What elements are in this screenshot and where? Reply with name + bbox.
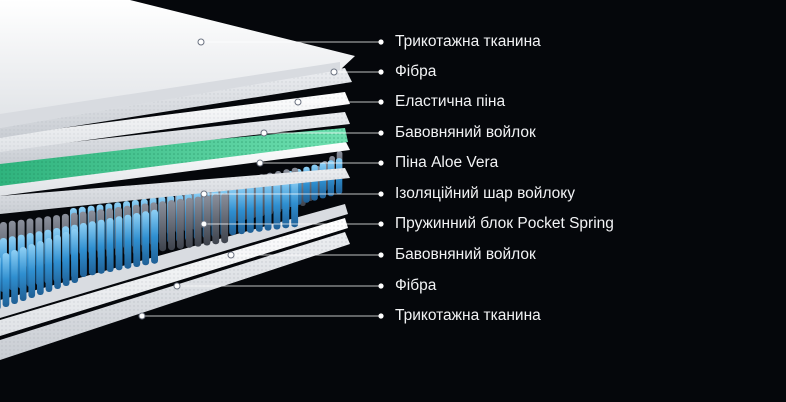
leader-end-dot: [378, 39, 384, 45]
layer-label-1: Трикотажна тканина: [395, 33, 541, 50]
spring-coil: [19, 247, 27, 301]
pocket-spring-block: [0, 151, 343, 309]
layer-top-felt: [0, 112, 350, 164]
leader-end-dot: [378, 130, 384, 136]
layer-marker-dot: [256, 159, 264, 167]
spring-coil: [168, 200, 175, 251]
layer-top-fibra: [0, 68, 352, 138]
layer-label-3: Еластична піна: [395, 93, 506, 110]
spring-coil: [45, 238, 53, 292]
layer-bottom-felt: [0, 204, 348, 318]
layer-marker-dot: [227, 251, 235, 259]
spring-coil: [54, 235, 61, 289]
layer-marker-dot: [330, 68, 338, 76]
layer-marker-dot: [173, 282, 181, 290]
spring-coil: [246, 184, 254, 233]
leader-end-dot: [378, 191, 384, 197]
spring-coil: [88, 221, 96, 276]
leader-end-dot: [378, 313, 384, 319]
layer-insulation-felt: [0, 168, 350, 214]
layer-marker-dot: [200, 190, 208, 198]
leader-end-dot: [378, 99, 384, 105]
spring-coil: [194, 196, 202, 247]
spring-coil: [291, 179, 299, 228]
spring-coil: [255, 183, 263, 232]
spring-coil: [37, 241, 44, 295]
spring-coil: [221, 193, 229, 244]
spring-coil: [229, 187, 237, 236]
spring-coil: [133, 213, 141, 267]
leader-end-dot: [378, 221, 384, 227]
layer-label-5: Піна Aloe Vera: [395, 154, 499, 171]
layer-label-10: Трикотажна тканина: [395, 307, 541, 324]
layer-label-2: Фібра: [395, 63, 437, 80]
spring-coil: [62, 232, 70, 286]
spring-coil: [142, 211, 150, 266]
spring-coil: [124, 214, 132, 269]
layer-elastic-foam: [0, 92, 350, 152]
spring-coil: [264, 182, 272, 231]
layer-aloe-vera-foam: [0, 128, 350, 196]
layer-label-6: Ізоляційний шар войлоку: [395, 185, 575, 202]
layer-marker-dot: [260, 129, 268, 137]
spring-coil: [151, 209, 158, 264]
layer-marker-dot: [138, 312, 146, 320]
layer-marker-dot: [197, 38, 205, 46]
spring-coil: [238, 186, 245, 235]
spring-coil: [282, 180, 290, 229]
spring-coil: [0, 257, 1, 309]
spring-coil: [97, 219, 105, 274]
spring-coil: [115, 216, 123, 271]
layer-bottom-fabric: [0, 232, 350, 360]
layer-label-9: Фібра: [395, 277, 437, 294]
leader-end-dot: [378, 252, 384, 258]
spring-coil: [159, 201, 167, 252]
layer-bottom-fibra: [0, 218, 348, 336]
spring-coil: [212, 194, 220, 245]
layer-marker-dot: [294, 98, 302, 106]
spring-coil: [11, 250, 18, 304]
spring-coil: [80, 223, 87, 277]
spring-coil: [2, 253, 10, 307]
leader-end-dot: [378, 69, 384, 75]
spring-coil: [176, 198, 184, 249]
spring-coil: [28, 244, 36, 298]
leader-end-dot: [378, 160, 384, 166]
layer-label-7: Пружинний блок Pocket Spring: [395, 215, 614, 232]
layer-label-4: Бавовняний войлок: [395, 124, 536, 141]
spring-coil: [71, 229, 79, 283]
spring-coil: [273, 181, 281, 230]
layer-top-fabric: [0, 0, 355, 128]
spring-coil: [185, 197, 193, 248]
layer-label-8: Бавовняний войлок: [395, 246, 536, 263]
spring-coil: [203, 195, 211, 246]
leader-lines: [138, 38, 384, 320]
spring-coil: [311, 164, 318, 201]
leader-end-dot: [378, 283, 384, 289]
spring-coil: [106, 218, 114, 272]
layer-marker-dot: [200, 220, 208, 228]
